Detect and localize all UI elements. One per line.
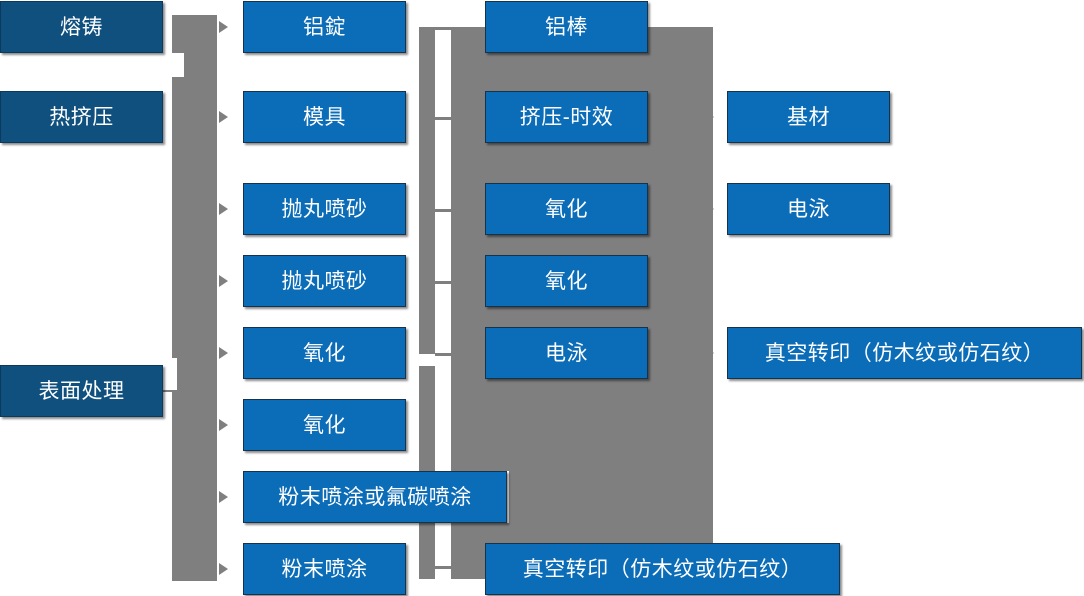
process-label-oxidation-4: 氧化: [545, 269, 588, 293]
connector-elbow-melt: [172, 53, 184, 77]
process-label-powder-coating: 粉末喷涂: [281, 557, 368, 581]
arrow-head-to-electrophoresis: [705, 203, 714, 215]
stage-label-melt-cast: 熔铸: [60, 15, 103, 39]
process-box-aluminum-ingot[interactable]: 铝錠: [243, 1, 406, 53]
process-label-aluminum-ingot: 铝錠: [303, 15, 346, 39]
process-label-powder-or-fluorocarbon: 粉末喷涂或氟碳喷涂: [278, 485, 472, 509]
arrow-head-to-vacuum-transfer: [705, 347, 714, 359]
arrow-head-to-proc-4: [219, 275, 228, 287]
process-label-oxidation-2: 氧化: [303, 413, 346, 437]
output-box-vacuum-transfer[interactable]: 真空转印（仿木纹或仿石纹）: [727, 327, 1082, 379]
arrow-head-to-proc-5: [219, 347, 228, 359]
connector-bar-stage-trunk: [172, 15, 217, 581]
arrow-head-to-proc-8: [219, 563, 228, 575]
process-box-oxidation-4[interactable]: 氧化: [485, 255, 648, 307]
process-label-aluminum-bar: 铝棒: [545, 15, 588, 39]
output-label-substrate: 基材: [787, 105, 830, 129]
process-label-electrophoresis-1: 电泳: [545, 341, 588, 365]
tie-line-4: [435, 281, 453, 284]
process-label-oxidation-1: 氧化: [303, 341, 346, 365]
process-label-shot-blast-1: 抛丸喷砂: [281, 197, 368, 221]
tie-line-5: [435, 353, 453, 356]
tie-line-2: [435, 117, 453, 120]
process-label-oxidation-3: 氧化: [545, 197, 588, 221]
stage-box-hot-extrusion[interactable]: 热挤压: [0, 91, 163, 143]
connector-stub-surface: [163, 390, 177, 392]
tie-line-3: [435, 209, 453, 212]
connector-rail-break: [419, 354, 435, 366]
process-box-extrusion-aging[interactable]: 挤压-时效: [485, 91, 648, 143]
process-label-mould: 模具: [303, 105, 346, 129]
output-label-vacuum-transfer: 真空转印（仿木纹或仿石纹）: [764, 341, 1045, 365]
stage-box-melt-cast[interactable]: 熔铸: [0, 1, 163, 53]
stage-box-surface-treatment[interactable]: 表面处理: [0, 365, 163, 417]
connector-rail-inner: [419, 27, 435, 579]
stage-label-hot-extrusion: 热挤压: [49, 105, 114, 129]
arrow-head-to-substrate: [705, 111, 714, 123]
arrow-head-to-proc-6: [219, 419, 228, 431]
arrow-head-to-proc-3: [219, 203, 228, 215]
output-box-substrate[interactable]: 基材: [727, 91, 890, 143]
process-box-oxidation-2[interactable]: 氧化: [243, 399, 406, 451]
connector-rail-gap: [435, 27, 451, 579]
arrow-head-to-proc-1: [219, 21, 228, 33]
process-box-electrophoresis-1[interactable]: 电泳: [485, 327, 648, 379]
process-box-shot-blast-1[interactable]: 抛丸喷砂: [243, 183, 406, 235]
output-label-electrophoresis: 电泳: [787, 197, 830, 221]
arrow-head-to-proc-7: [219, 491, 228, 503]
tie-line-1: [435, 27, 453, 30]
output-box-electrophoresis[interactable]: 电泳: [727, 183, 890, 235]
connector-notch-surface: [163, 358, 177, 390]
arrow-head-to-proc-2: [219, 111, 228, 123]
process-box-shot-blast-2[interactable]: 抛丸喷砂: [243, 255, 406, 307]
process-label-vacuum-transfer-1: 真空转印（仿木纹或仿石纹）: [522, 557, 803, 581]
process-box-oxidation-3[interactable]: 氧化: [485, 183, 648, 235]
process-label-shot-blast-2: 抛丸喷砂: [281, 269, 368, 293]
process-box-vacuum-transfer-1[interactable]: 真空转印（仿木纹或仿石纹）: [485, 543, 840, 595]
process-box-powder-coating[interactable]: 粉末喷涂: [243, 543, 406, 595]
tie-line-6: [435, 566, 453, 569]
process-box-mould[interactable]: 模具: [243, 91, 406, 143]
process-box-powder-or-fluorocarbon[interactable]: 粉末喷涂或氟碳喷涂: [243, 471, 507, 523]
process-label-extrusion-aging: 挤压-时效: [519, 105, 614, 129]
process-box-aluminum-bar[interactable]: 铝棒: [485, 1, 648, 53]
stage-label-surface-treatment: 表面处理: [38, 379, 125, 403]
process-box-oxidation-1[interactable]: 氧化: [243, 327, 406, 379]
